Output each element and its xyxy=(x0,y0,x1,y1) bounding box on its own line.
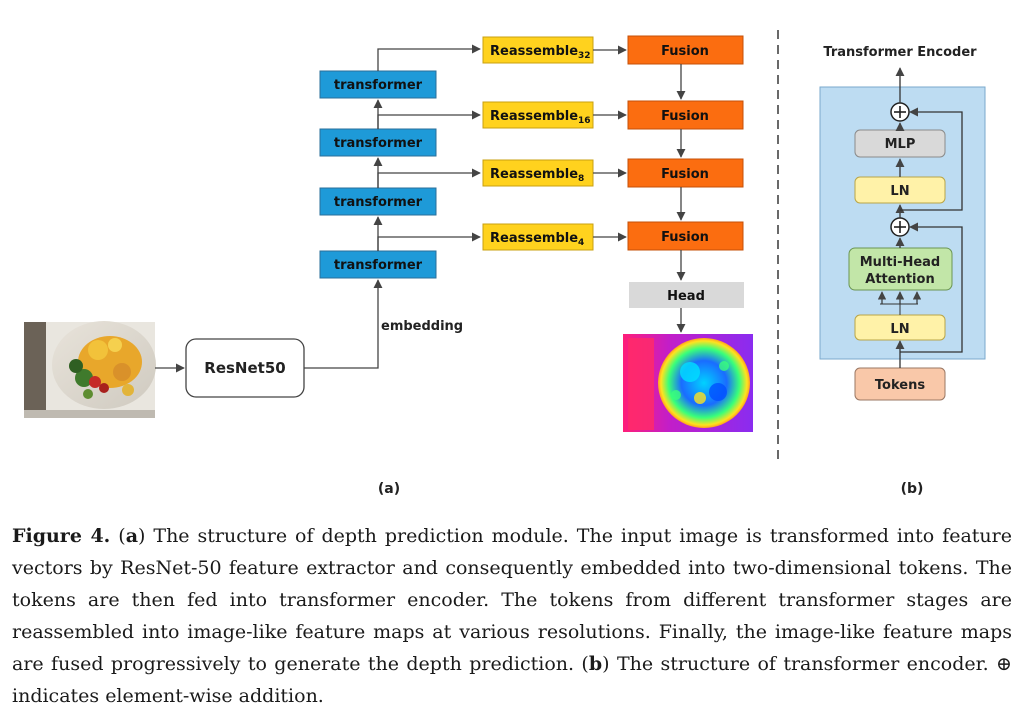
transformer-label: transformer xyxy=(334,195,423,210)
embedding-label: embedding xyxy=(381,319,463,334)
head-block: Head xyxy=(629,282,744,308)
panel-b-label: (b) xyxy=(901,481,924,497)
add-icon xyxy=(890,102,910,122)
input-food-image xyxy=(24,321,156,418)
fusion-block: Fusion xyxy=(627,35,744,65)
transformer-block: transformer xyxy=(319,250,437,279)
transformer-label: transformer xyxy=(334,258,423,273)
svg-text:Reassemble8: Reassemble8 xyxy=(490,167,584,184)
svg-text:Reassemble16: Reassemble16 xyxy=(490,109,591,126)
transformer-label: transformer xyxy=(334,136,423,151)
fusion-block: Fusion xyxy=(627,221,744,251)
reassemble-subscript: 16 xyxy=(578,116,591,126)
attention-label: Multi-Head xyxy=(860,255,941,270)
figure-number: Figure 4. xyxy=(12,525,111,547)
attention-label: Attention xyxy=(865,272,934,287)
output-depth-map xyxy=(623,334,753,432)
fusion-label: Fusion xyxy=(661,167,709,182)
transformer-label: transformer xyxy=(334,78,423,93)
caption-part-b-text: ) The structure of transformer encoder. … xyxy=(12,653,1012,707)
head-label: Head xyxy=(667,289,705,304)
fusion-label: Fusion xyxy=(661,109,709,124)
caption-part-a-text: The structure of depth prediction module… xyxy=(12,525,1012,675)
panel-a-label: (a) xyxy=(378,481,400,497)
svg-text:Reassemble32: Reassemble32 xyxy=(490,44,591,61)
caption-part-a-letter: a xyxy=(125,525,138,547)
mlp-label: MLP xyxy=(885,137,916,152)
reassemble-32-block: Reassemble32 xyxy=(482,36,594,64)
ln-label: LN xyxy=(890,184,909,199)
resnet50-label: ResNet50 xyxy=(204,359,285,377)
fusion-label: Fusion xyxy=(661,44,709,59)
reassemble-subscript: 32 xyxy=(578,51,591,61)
fusion-label: Fusion xyxy=(661,230,709,245)
caption-part-b-letter: b xyxy=(588,653,603,675)
reassemble-4-block: Reassemble4 xyxy=(482,223,594,251)
reassemble-label: Reassemble xyxy=(490,231,578,246)
reassemble-16-block: Reassemble16 xyxy=(482,101,594,129)
transformer-block: transformer xyxy=(319,128,437,157)
reassemble-8-block: Reassemble8 xyxy=(482,159,594,187)
fusion-block: Fusion xyxy=(627,100,744,130)
reassemble-label: Reassemble xyxy=(490,109,578,124)
add-icon xyxy=(890,217,910,237)
panel-b: Transformer Encoder Tokens LN Multi-Head… xyxy=(819,45,986,497)
figure-diagram: ResNet50 embedding transformer transform… xyxy=(24,30,986,497)
reassemble-label: Reassemble xyxy=(490,44,578,59)
figure-caption: Figure 4. (a) The structure of depth pre… xyxy=(12,525,1012,707)
ln-label: LN xyxy=(890,322,909,337)
reassemble-subscript: 4 xyxy=(578,238,584,248)
panel-a: ResNet50 embedding transformer transform… xyxy=(24,35,753,497)
reassemble-label: Reassemble xyxy=(490,167,578,182)
encoder-title: Transformer Encoder xyxy=(823,45,977,60)
transformer-block: transformer xyxy=(319,70,437,99)
svg-text:Reassemble4: Reassemble4 xyxy=(490,231,584,248)
reassemble-subscript: 8 xyxy=(578,174,584,184)
tokens-label: Tokens xyxy=(875,378,925,393)
transformer-block: transformer xyxy=(319,187,437,216)
fusion-block: Fusion xyxy=(627,158,744,188)
